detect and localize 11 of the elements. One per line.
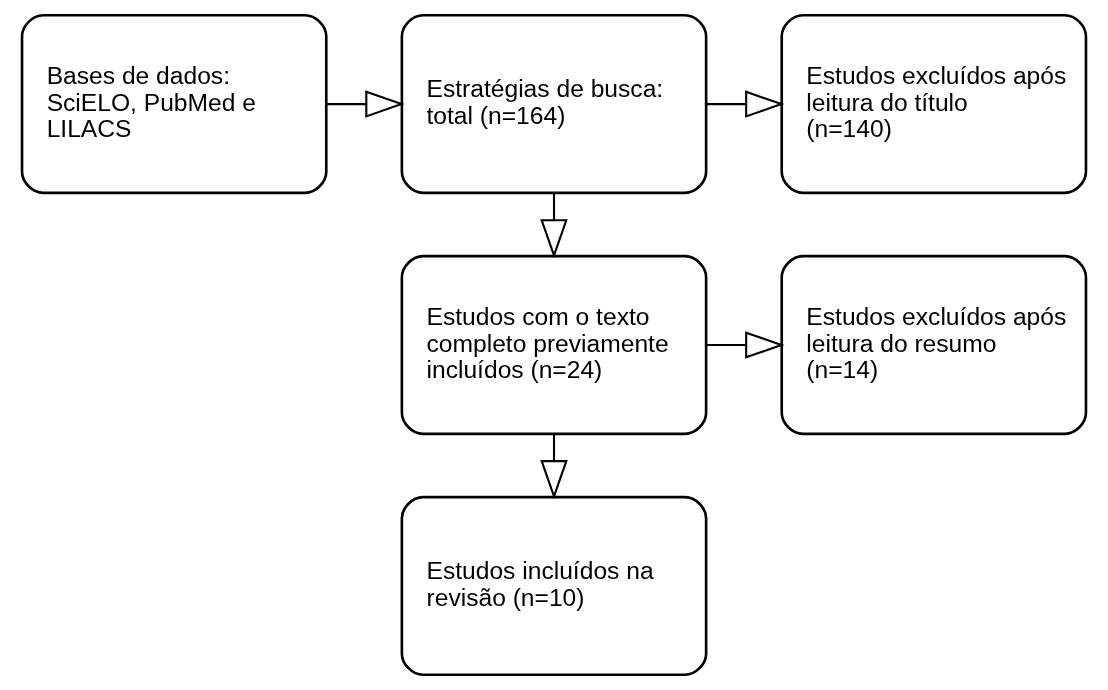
node-box: Estudos excluídos após leitura do título (n=140) (780, 13, 1088, 195)
node-box: Estudos excluídos após leitura do resumo (n=14) (780, 254, 1088, 436)
arrow (327, 90, 405, 118)
node-box: Estudos incluídos na revisão (n=10) (400, 495, 708, 677)
node-box: Estratégias de busca: total (n=164) (400, 13, 708, 195)
arrow (540, 192, 568, 259)
arrow (540, 433, 568, 500)
node-box: Bases de dados: SciELO, PubMed e LILACS (20, 13, 328, 195)
arrow (706, 331, 785, 359)
node-box: Estudos com o texto completo previamente incluídos (n=24) (400, 254, 708, 436)
arrow (706, 90, 785, 118)
